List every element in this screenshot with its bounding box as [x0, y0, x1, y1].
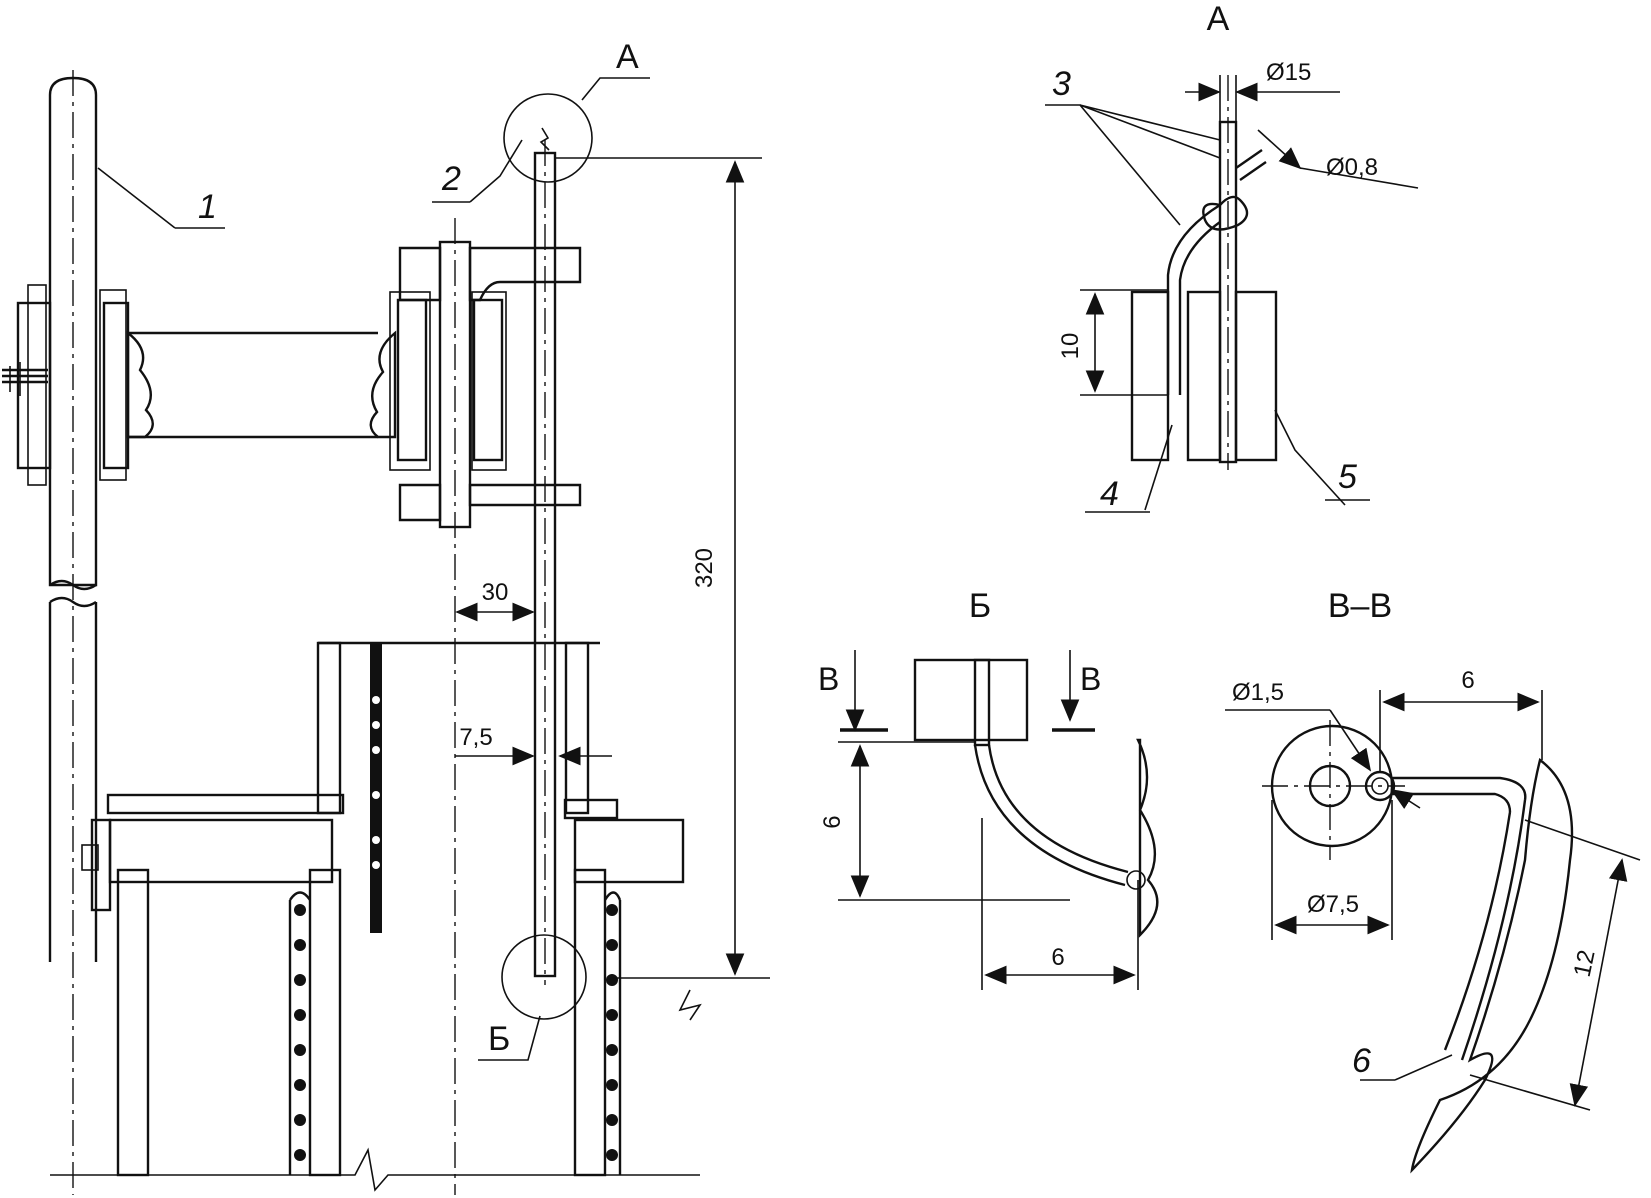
- right-bracket: [389, 240, 582, 529]
- detail-circle-b: [501, 934, 587, 1020]
- svg-text:7,5: 7,5: [459, 724, 492, 751]
- detail-a: А Ø15 Ø0,8 10 3 4: [1045, 0, 1419, 513]
- svg-text:Ø15: Ø15: [1266, 59, 1311, 86]
- svg-text:320: 320: [691, 548, 718, 588]
- detail-a-title: А: [1207, 0, 1230, 38]
- label-part-2: 2: [441, 160, 461, 198]
- detail-b: Б В В 6 6: [818, 587, 1159, 990]
- dimension-b-horizontal-6: 6: [981, 818, 1139, 990]
- svg-text:В: В: [818, 661, 839, 697]
- dimension-vv-dia-7-5: Ø7,5: [1271, 800, 1393, 940]
- main-view: 1 2 А Б 320 30 7,5: [2, 38, 770, 1195]
- dimension-b-vertical-6: 6: [819, 741, 1070, 901]
- svg-text:12: 12: [1569, 948, 1601, 980]
- dimension-vv-dia-1-5: Ø1,5: [1225, 679, 1421, 809]
- needle-tube: [533, 127, 557, 985]
- dimension-dia-0-8: Ø0,8: [1257, 129, 1419, 189]
- section-mark-right: В: [1052, 650, 1101, 732]
- svg-text:30: 30: [482, 579, 509, 606]
- svg-text:В: В: [1080, 661, 1101, 697]
- svg-text:6: 6: [819, 815, 846, 828]
- section-vv: В–В 6 Ø1,5 Ø7,5: [1225, 587, 1641, 1174]
- detail-circle-a: [503, 93, 593, 183]
- dimension-vv-top-6: 6: [1379, 667, 1543, 772]
- svg-text:6: 6: [1051, 944, 1064, 971]
- section-vv-title: В–В: [1328, 587, 1392, 625]
- detail-b-title: Б: [969, 587, 991, 625]
- dimension-dia-15: Ø15: [1185, 59, 1340, 122]
- label-part-1: 1: [198, 188, 217, 226]
- left-hub: [2, 284, 130, 486]
- connecting-bar: [126, 330, 397, 439]
- label-part-5: 5: [1338, 458, 1357, 496]
- svg-text:6: 6: [1461, 667, 1474, 694]
- label-part-6: 6: [1352, 1042, 1371, 1080]
- label-view-a: А: [616, 38, 639, 76]
- coil-right: [606, 904, 618, 1161]
- svg-text:10: 10: [1057, 333, 1084, 360]
- section-mark-left: В: [818, 650, 888, 732]
- dimension-7-5: 7,5: [455, 724, 612, 766]
- coil-left: [294, 904, 306, 1161]
- dimension-10: 10: [1057, 289, 1168, 396]
- rod-part-1: [48, 70, 98, 1195]
- label-view-b: Б: [488, 1020, 510, 1058]
- svg-text:Ø0,8: Ø0,8: [1326, 154, 1378, 181]
- dimension-30: 30: [455, 579, 535, 622]
- lower-housing: [50, 218, 702, 1195]
- svg-text:Ø7,5: Ø7,5: [1307, 891, 1359, 918]
- dimension-320: 320: [555, 157, 770, 979]
- dimension-vv-12: 12: [1469, 819, 1641, 1111]
- label-part-4: 4: [1100, 475, 1119, 513]
- svg-text:Ø1,5: Ø1,5: [1232, 679, 1284, 706]
- label-part-3: 3: [1052, 65, 1071, 103]
